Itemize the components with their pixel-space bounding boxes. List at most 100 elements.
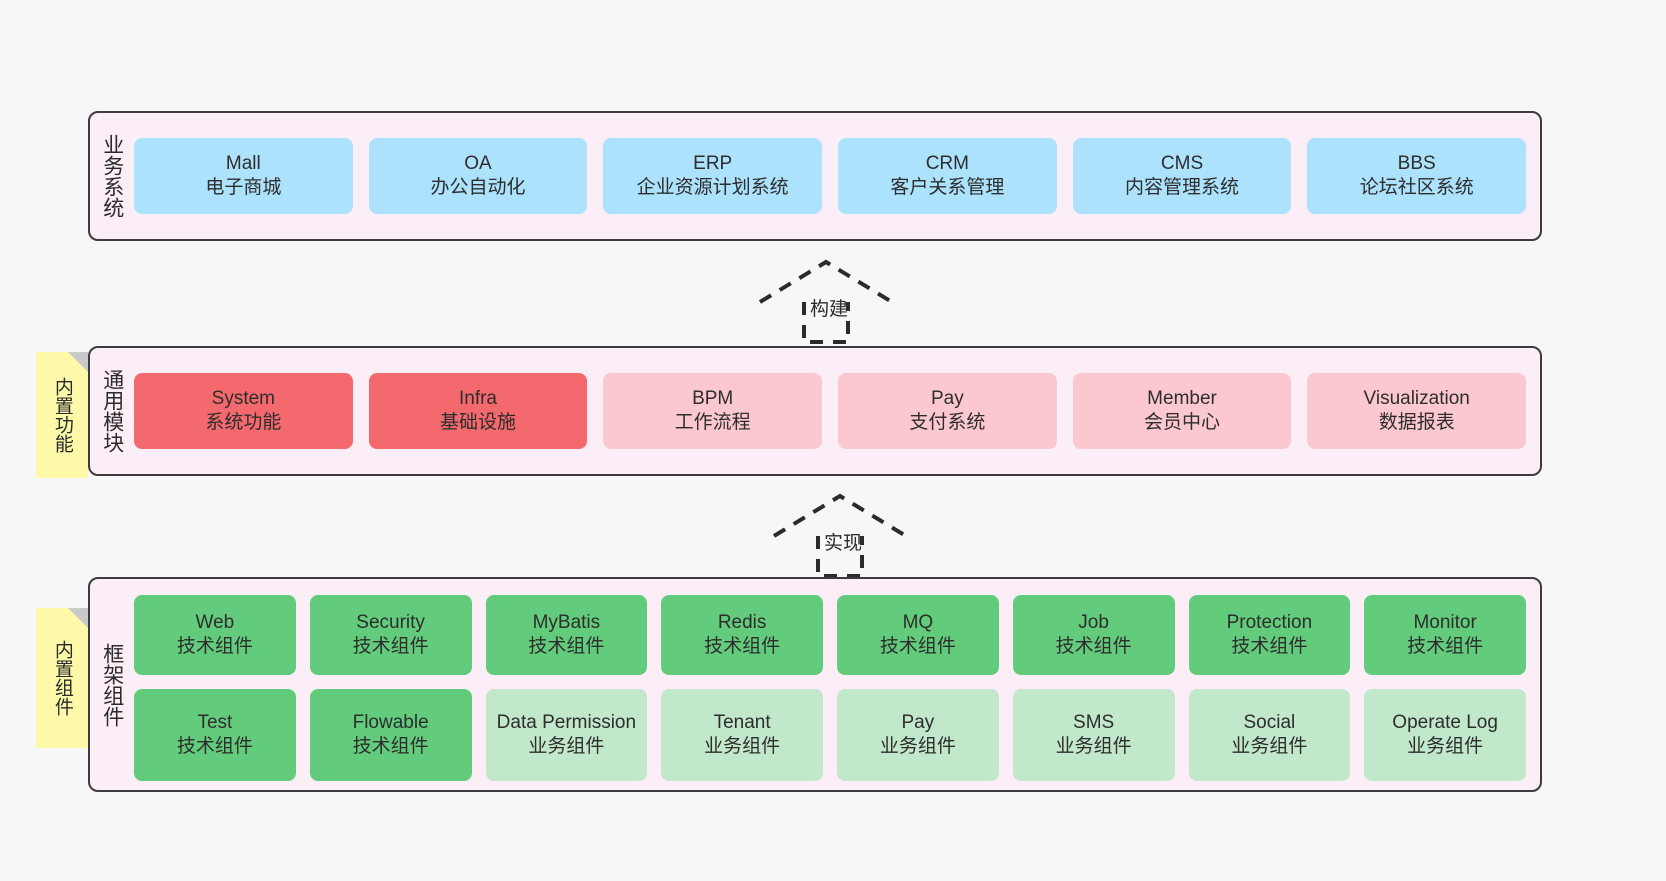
sticky-fold-corner-icon [68, 608, 88, 628]
component-name-cn: 技术组件 [704, 636, 781, 657]
component-name-cn: 会员中心 [1144, 412, 1221, 433]
component-name-en: Tenant [713, 711, 771, 733]
component-name-cn: 业务组件 [1407, 736, 1484, 757]
component-box[interactable]: Flowable 技术组件 [309, 689, 472, 781]
layer-title-framework: 框架组件 [100, 642, 124, 727]
layer-body-modules: System 系统功能 Infra 基础设施 BPM 工作流程 Pay 支付系统 Member 会… [134, 348, 1540, 474]
component-name-cn: 系统功能 [205, 412, 282, 433]
component-name-cn: 支付系统 [909, 412, 986, 433]
component-name-en: ERP [693, 152, 733, 174]
component-name-cn: 数据报表 [1378, 412, 1455, 433]
component-box[interactable]: Operate Log 业务组件 [1364, 689, 1526, 781]
component-name-en: System [211, 387, 276, 409]
component-name-cn: 业务组件 [1231, 736, 1308, 757]
component-name-cn: 电子商城 [205, 177, 282, 198]
component-name-en: Infra [458, 387, 498, 409]
component-box[interactable]: Security 技术组件 [309, 595, 472, 675]
component-name-en: Redis [717, 611, 767, 633]
sticky-note-builtin-features: 内置功能 [36, 352, 88, 478]
component-name-en: Data Permission [496, 711, 637, 733]
component-box[interactable]: Web 技术组件 [134, 595, 296, 675]
component-name-en: Pay [901, 711, 935, 733]
component-box[interactable]: Social 业务组件 [1188, 689, 1351, 781]
component-name-en: Social [1243, 711, 1296, 733]
component-box[interactable]: Pay 业务组件 [837, 689, 999, 781]
layer-title-modules: 通用模块 [100, 369, 124, 453]
component-box[interactable]: Pay 支付系统 [838, 373, 1057, 449]
component-box[interactable]: BBS 论坛社区系统 [1307, 138, 1527, 214]
component-box[interactable]: CRM 客户关系管理 [838, 138, 1057, 214]
component-name-cn: 办公自动化 [430, 177, 526, 198]
component-name-en: MQ [902, 611, 934, 633]
component-name-cn: 技术组件 [1231, 636, 1308, 657]
sticky-note-label: 内置组件 [51, 640, 73, 716]
component-name-en: Operate Log [1392, 711, 1498, 733]
build-arrow-icon [758, 259, 894, 344]
component-name-cn: 工作流程 [674, 412, 751, 433]
component-name-cn: 技术组件 [528, 636, 605, 657]
component-name-en: BPM [692, 387, 734, 409]
component-box[interactable]: Infra 基础设施 [368, 373, 588, 449]
component-name-cn: 技术组件 [352, 636, 429, 657]
component-name-en: Job [1078, 611, 1109, 633]
component-box[interactable]: SMS 业务组件 [1012, 689, 1175, 781]
connector-build-label: 构建 [810, 299, 849, 320]
component-name-cn: 基础设施 [440, 412, 517, 433]
component-box[interactable]: Job 技术组件 [1012, 595, 1175, 675]
component-name-cn: 客户关系管理 [890, 177, 1005, 198]
component-box[interactable]: CMS 内容管理系统 [1072, 138, 1292, 214]
layer-common-modules: 通用模块 System 系统功能 Infra 基础设施 BPM 工作流程 Pay 支付系统 Me… [88, 346, 1542, 476]
component-name-en: Security [356, 611, 425, 633]
sticky-note-builtin-components: 内置组件 [36, 608, 88, 748]
component-box[interactable]: OA 办公自动化 [368, 138, 588, 214]
component-name-cn: 企业资源计划系统 [636, 177, 789, 198]
component-name-en: Pay [930, 387, 964, 409]
component-name-cn: 论坛社区系统 [1359, 177, 1474, 198]
component-name-cn: 内容管理系统 [1125, 177, 1240, 198]
component-name-cn: 技术组件 [1055, 636, 1132, 657]
component-box[interactable]: BPM 工作流程 [603, 373, 823, 449]
component-name-en: Flowable [352, 711, 429, 733]
component-box[interactable]: Protection 技术组件 [1188, 595, 1351, 675]
component-name-cn: 技术组件 [176, 636, 253, 657]
component-name-cn: 业务组件 [879, 736, 956, 757]
component-name-en: Test [197, 711, 233, 733]
component-name-en: BBS [1397, 152, 1436, 174]
connector-build: 构建 [756, 258, 896, 344]
component-box[interactable]: ERP 企业资源计划系统 [603, 138, 823, 214]
component-name-cn: 技术组件 [1407, 636, 1484, 657]
component-name-en: Web [195, 611, 235, 633]
component-name-en: Monitor [1413, 611, 1477, 633]
component-name-cn: 业务组件 [704, 736, 781, 757]
component-name-en: CRM [925, 152, 969, 174]
layer-title-business: 业务系统 [100, 134, 124, 218]
component-box[interactable]: Monitor 技术组件 [1364, 595, 1526, 675]
component-name-cn: 业务组件 [1055, 736, 1132, 757]
component-name-en: Protection [1226, 611, 1313, 633]
connector-implement: 实现 [770, 492, 910, 578]
component-box[interactable]: System 系统功能 [134, 373, 353, 449]
component-name-en: SMS [1073, 711, 1115, 733]
connector-implement-label: 实现 [824, 533, 863, 554]
component-box[interactable]: Tenant 业务组件 [661, 689, 823, 781]
component-box[interactable]: Visualization 数据报表 [1307, 373, 1527, 449]
component-name-en: Member [1147, 387, 1217, 409]
component-name-en: CMS [1160, 152, 1204, 174]
sticky-note-label: 内置功能 [51, 377, 73, 453]
component-name-en: OA [464, 152, 492, 174]
implement-arrow-icon [772, 493, 908, 578]
component-box[interactable]: Redis 技术组件 [661, 595, 823, 675]
component-name-cn: 技术组件 [352, 736, 429, 757]
component-box[interactable]: Member 会员中心 [1072, 373, 1292, 449]
component-name-en: Visualization [1363, 387, 1470, 409]
